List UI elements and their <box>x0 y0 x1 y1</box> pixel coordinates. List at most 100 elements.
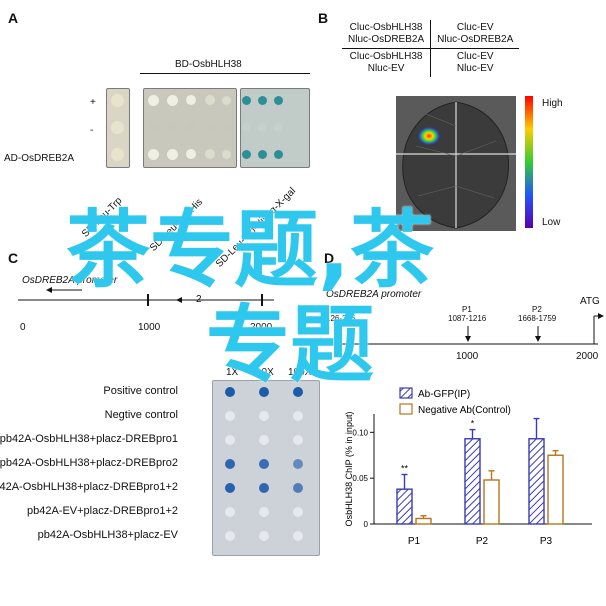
combo-text-1: Cluc-OsbHLH38 Nluc-OsDREB2A <box>348 22 425 45</box>
p1-name-label: P1 <box>462 305 472 314</box>
dilution-100x: 100X <box>288 367 312 378</box>
y1h-row-label: pb42A-OsbHLH38+placz-EV <box>37 529 178 541</box>
bar <box>464 438 481 525</box>
luminescence-signal <box>418 127 440 145</box>
colony-spot-sdlth-r0-c4 <box>221 95 231 105</box>
bait-label: BD-OsbHLH38 <box>175 59 242 70</box>
combo-text-3: Cluc-OsbHLH38 Nluc-EV <box>349 51 423 74</box>
tick-c-0: 0 <box>20 322 26 333</box>
bar <box>483 479 500 525</box>
colony-spot-sdlth-r0-c2 <box>186 95 196 105</box>
tick-d-2000: 2000 <box>576 351 599 362</box>
colony-spot-sdlth-r2-c2 <box>186 149 196 159</box>
bar <box>396 488 413 525</box>
p2-name-label: P2 <box>532 305 542 314</box>
colony-spot-xgal-r0-c0 <box>241 95 251 105</box>
arrow-c-label: 2 <box>196 294 202 305</box>
media-label-1: SD-Leu-Trp <box>80 195 125 240</box>
p2-range-label: 1668-1759 <box>518 314 557 323</box>
y-axis-title: OsbHLH38 ChIP (% in input) <box>344 412 354 527</box>
colony-spot-xgal-r0-c2 <box>273 95 283 105</box>
y1h-spot <box>225 459 235 469</box>
combo-cell-4: Cluc-EV Nluc-EV <box>431 49 520 78</box>
colony-spot-sdlth-r0-c3 <box>205 95 215 105</box>
y1h-spot <box>293 459 303 469</box>
y1h-spot <box>293 435 303 445</box>
dilution-1x: 1X <box>226 367 239 378</box>
combo-text-2: Cluc-EV Nluc-OsDREB2A <box>437 22 514 45</box>
y1h-spot <box>225 531 235 541</box>
colony-spot-xgal-r2-c1 <box>257 149 267 159</box>
bait-underline <box>140 73 310 74</box>
y1h-spot <box>259 435 269 445</box>
y1h-spot <box>259 459 269 469</box>
y1h-row-label: pb42A-EV+placz-DREBpro1+2 <box>26 505 178 517</box>
bar <box>415 517 432 525</box>
colony-spot-sdlth-r1-c0 <box>147 121 159 133</box>
scale-high-label: High <box>542 98 563 109</box>
y1h-row-label: Positive control <box>103 385 178 397</box>
bar <box>528 438 545 525</box>
colony-spot-sdlth-r1-c4 <box>221 122 231 132</box>
tick-d-1000: 1000 <box>456 351 479 362</box>
colony-spot-xgal-r2-c0 <box>241 149 251 159</box>
tick-c-2000: 2000 <box>250 322 273 333</box>
colony-spot-xgal-r1-c1 <box>257 122 267 132</box>
significance-mark: * <box>471 419 475 429</box>
y1h-row-label: pb42A-OsbHLH38+placz-DREBpro2 <box>0 457 178 469</box>
y1h-spot <box>259 507 269 517</box>
legend-swatch <box>399 403 413 415</box>
x-category-label: P1 <box>408 536 421 547</box>
row-label-prey: AD-OsDREB2A <box>4 153 75 164</box>
atg-label: ATG <box>580 296 600 307</box>
colony-spot-xgal-r0-c1 <box>257 95 267 105</box>
luminescence-colorbar <box>525 96 533 228</box>
row-label-plus: + <box>90 97 96 108</box>
y-tick-label: 0.05 <box>352 474 368 483</box>
colony-spot-xgal-r1-c2 <box>273 122 283 132</box>
y1h-row-label: Negtive control <box>104 409 178 421</box>
y1h-spot <box>259 531 269 541</box>
y1h-spot <box>259 483 269 493</box>
colony-spot-sdlth-r2-c0 <box>147 148 159 160</box>
dilution-10x: 10X <box>256 367 274 378</box>
panel-a-letter: A <box>8 10 19 26</box>
significance-mark: ** <box>401 464 409 474</box>
legend-swatch <box>399 387 413 399</box>
x-category-label: P3 <box>540 536 553 547</box>
combo-cell-1: Cluc-OsbHLH38 Nluc-OsDREB2A <box>342 20 432 49</box>
y1h-spot <box>293 507 303 517</box>
y1h-spot <box>293 483 303 493</box>
media-label-2: SD-Leu-Trp-His <box>148 196 206 254</box>
luc-combination-table: Cluc-OsbHLH38 Nluc-OsDREB2A Cluc-EV Nluc… <box>342 20 520 78</box>
y1h-spot <box>293 411 303 421</box>
scale-low-label: Low <box>542 217 561 228</box>
y1h-spot <box>225 507 235 517</box>
y1h-spot <box>259 387 269 397</box>
colony-spot-sdlth-r1-c3 <box>205 122 215 132</box>
x-category-label: P2 <box>476 536 489 547</box>
colony-spot-sdlth-r0-c1 <box>166 94 178 106</box>
colony-spot-sdlth-r0-c0 <box>147 94 159 106</box>
y1h-row-label: pb42A-OsbHLH38+placz-DREBpro1+2 <box>0 481 178 493</box>
legend-label: Ab-GFP(IP) <box>418 389 470 400</box>
colony-spot-sdlth-r2-c4 <box>221 149 231 159</box>
promoter-c-label: OsDREB2A promoter <box>22 275 118 286</box>
y1h-row-label: pb42A-OsbHLH38+placz-DREBpro1 <box>0 433 178 445</box>
colony-spot-sdlt-r1 <box>110 120 124 134</box>
row-label-minus: - <box>90 125 94 136</box>
media-label-3: SD-Leu-Trp-His+α-X-gal <box>214 185 299 270</box>
y1h-spot <box>225 483 235 493</box>
combo-cell-3: Cluc-OsbHLH38 Nluc-EV <box>342 48 432 77</box>
bar <box>547 454 564 525</box>
tick-c-1000: 1000 <box>138 322 161 333</box>
y1h-spot <box>293 387 303 397</box>
promoter-c-diagram <box>18 287 274 306</box>
combo-text-4: Cluc-EV Nluc-EV <box>456 51 494 74</box>
colony-spot-sdlt-r2 <box>110 147 124 161</box>
legend-label: Negative Ab(Control) <box>418 405 511 416</box>
y1h-spot <box>225 387 235 397</box>
panel-d-letter: D <box>324 250 335 266</box>
p1-range-label: 126-216 <box>326 314 356 323</box>
